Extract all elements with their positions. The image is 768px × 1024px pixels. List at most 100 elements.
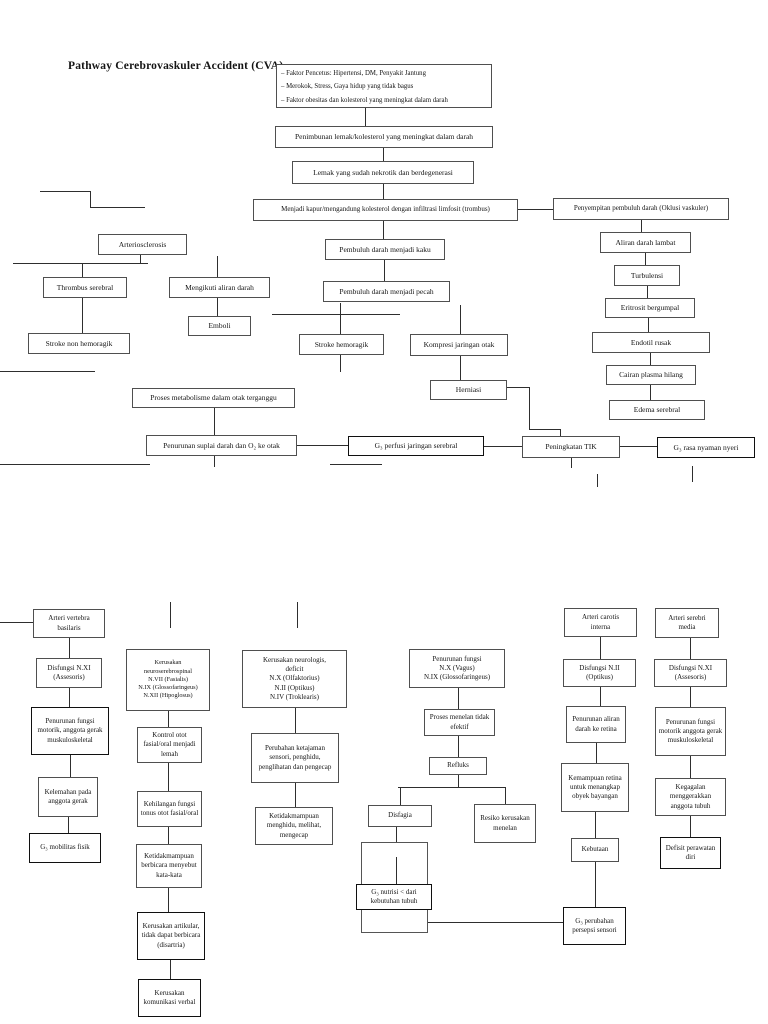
connector-line [460,305,461,334]
flow-box-pembuluh-kaku: Pembuluh darah menjadi kaku [325,239,445,260]
connector-line [505,787,506,804]
flow-box-kemampuan-retina: Kemampuan retina untuk menangkap obyek b… [561,763,629,812]
connector-line [645,253,646,265]
connector-line [620,446,657,447]
connector-line [428,922,563,923]
connector-line [650,353,651,365]
flow-box-kompresi-jaringan: Kompresi jaringan otak [410,334,508,356]
connector-line [90,191,91,207]
connector-line [82,298,83,333]
connector-line [595,812,596,838]
connector-line [507,387,530,388]
flow-box-penurunan-retina: Penurunan aliran darah ke retina [566,706,626,743]
flow-box-kegagalan-menggerakkan: Kegagalan menggerakkan anggota tubuh [655,778,726,816]
connector-line [383,184,384,199]
flow-box-penimbunan-lemak: Penimbunan lemak/kolesterol yang meningk… [275,126,493,148]
connector-line [690,687,691,707]
flow-box-penyempitan: Penyempitan pembuluh darah (Oklusi vasku… [553,198,729,220]
connector-line [168,711,169,727]
connector-line [90,207,145,208]
connector-line [272,314,400,315]
connector-line [458,688,459,709]
connector-line [600,687,601,706]
connector-line [396,827,397,842]
flow-box-ketidakmampuan-menghidu: Ketidakmampuan menghidu, melihat, mengec… [255,807,333,845]
connector-line [571,458,572,468]
flow-box-aliran-lambat: Aliran darah lambat [600,232,691,253]
flow-box-perubahan-persepsi: G₃ perubahan persepsi sensori [563,907,626,945]
flow-box-penurunan-motorik-right: Penurunan fungsi motorik anggota gerak m… [655,707,726,756]
connector-line [396,857,397,884]
connector-line [0,622,33,623]
connector-line [518,209,553,210]
connector-line [168,888,169,912]
connector-line [458,736,459,757]
flow-box-arteri-vertebra: Arteri vertebra basilaris [33,609,105,638]
connector-line [340,355,341,372]
flow-box-gangguan-perfusi: G₃ perfusi jaringan serebral [348,436,484,456]
connector-line [650,385,651,400]
connector-line [648,318,649,332]
connector-line [560,429,561,436]
connector-line [529,387,530,430]
flow-box-risk-factors: – Faktor Pencetus: Hipertensi, DM, Penya… [276,64,492,108]
connector-line [0,371,95,372]
flow-box-endotil: Endotil rusak [592,332,710,353]
flow-box-lemak-nekrotik: Lemak yang sudah nekrotik dan berdegener… [292,161,474,184]
flow-box-arteriosclerosis: Arteriosclerosis [98,234,187,255]
flow-box-menjadi-kapur: Menjadi kapur/mengandung kolesterol deng… [253,199,518,221]
flow-box-disfungsi-nxi-left: Disfungsi N.XI (Assesoris) [36,658,102,688]
connector-line [170,602,171,628]
flow-box-turbulensi: Turbulensi [614,265,680,286]
connector-line [600,637,601,659]
flow-box-kehilangan-tonus: Kehilangan fungsi tonus otot fasial/oral [137,791,202,827]
flow-box-cairan-plasma: Cairan plasma hilang [606,365,696,385]
flow-box-disfagia: Disfagia [368,805,432,827]
connector-line [295,783,296,807]
flow-box-kerusakan-komunikasi: Kerusakan komunikasi verbal [138,979,201,1017]
connector-line [170,960,171,979]
connector-line [340,303,341,334]
connector-line [217,256,218,277]
flow-box-gangguan-nutrisi: G₃ nutrisi < dari kebutuhan tubuh [356,884,432,910]
connector-line [0,464,150,465]
flow-box-defisit-perawatan: Defisit perawatan diri [660,837,721,869]
flow-box-metabolisme: Proses metabolisme dalam otak terganggu [132,388,295,408]
flow-box-kerusakan-neuroserebrospinal: Kerusakan neuroserebrospinal N.VII (Fasi… [126,649,210,711]
flow-box-kebutaan: Kebutaan [571,838,619,862]
connector-line [692,466,693,482]
flow-box-penurunan-nx: Penurunan fungsi N.X (Vagus) N.IX (Gloss… [409,649,505,688]
connector-line [214,456,215,467]
flow-box-kelemahan-anggota: Kelemahan pada anggota gerak [38,777,98,817]
flow-box-refluks: Refluks [429,757,487,775]
flow-box-emboli: Emboli [188,316,251,336]
connector-line [641,220,642,232]
flow-box-herniasi: Herniasi [430,380,507,400]
connector-line [297,445,348,446]
connector-line [217,298,218,316]
connector-line [529,429,560,430]
connector-line [690,756,691,778]
flow-box-arteri-serebri: Arteri serebri media [655,608,719,638]
flow-box-pembuluh-pecah: Pembuluh darah menjadi pecah [323,281,450,302]
connector-line [596,743,597,763]
connector-line [140,255,141,263]
connector-line [647,286,648,298]
flow-box-gangguan-mobilitas: G₃ mobilitas fisik [29,833,101,863]
connector-line [365,108,366,126]
flow-box-peningkatan-tik: Peningkatan TIK [522,436,620,458]
flow-box-disfungsi-nxi-right: Disfungsi N.XI (Assesoris) [654,659,727,687]
flow-box-kerusakan-artikular: Kerusakan artikular, tidak dapat berbica… [137,912,205,960]
connector-line [595,862,596,907]
connector-line [597,474,598,487]
connector-line [383,221,384,239]
connector-line [690,638,691,659]
connector-line [168,827,169,844]
connector-line [82,263,83,277]
flow-box-stroke-non-hemoragik: Stroke non hemoragik [28,333,130,354]
flow-box-penurunan-suplai: Penurunan suplai darah dan O₂ ke otak [146,435,297,456]
flow-box-disfungsi-nii: Disfungsi N.II (Optikus) [563,659,636,687]
flow-box-gangguan-nyeri: G₃ rasa nyaman nyeri [657,437,755,458]
connector-line [13,263,148,264]
